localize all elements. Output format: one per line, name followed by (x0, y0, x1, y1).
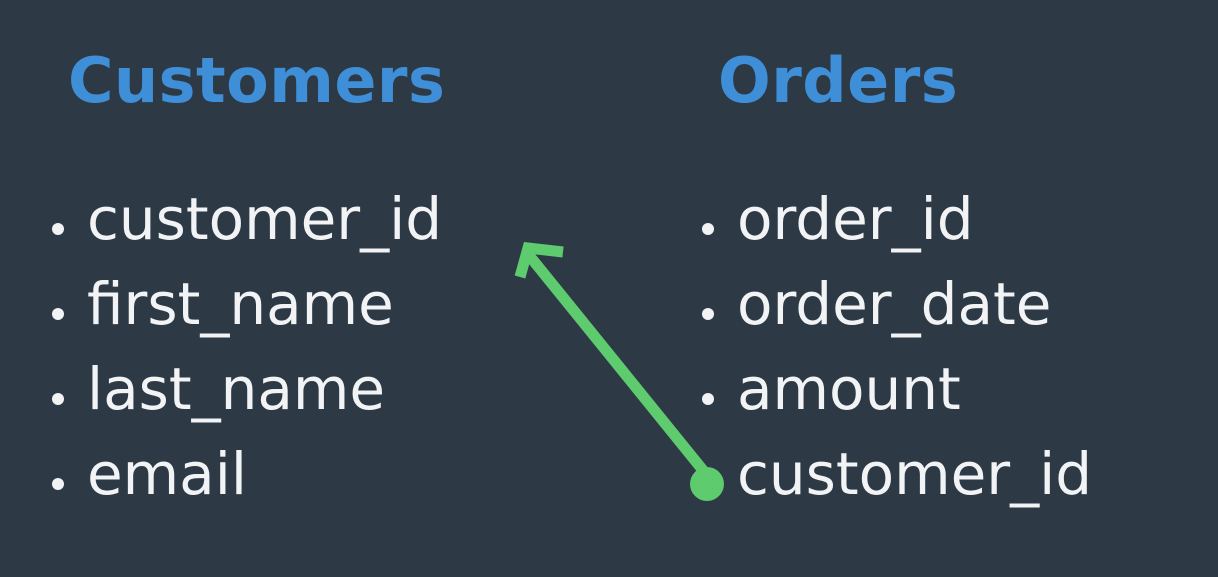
field-label: email (87, 440, 247, 508)
orders-table-title: Orders (718, 44, 959, 117)
customers-field-last-name: last_name (44, 347, 442, 432)
bullet-icon (52, 308, 64, 320)
arrow-shaft (522, 248, 712, 480)
field-label: order_id (737, 185, 974, 253)
orders-field-customer-id: customer_id (690, 432, 1093, 517)
customers-table-title: Customers (68, 44, 446, 117)
bullet-icon (702, 223, 714, 235)
bullet-icon (52, 393, 64, 405)
field-label: amount (737, 355, 961, 423)
field-label: customer_id (87, 185, 443, 253)
bullet-icon (702, 308, 714, 320)
customers-field-list: customer_id first_name last_name email (44, 177, 442, 517)
orders-field-list: order_id order_date amount customer_id (690, 177, 1093, 517)
orders-field-amount: amount (694, 347, 1092, 432)
customers-field-customer-id: customer_id (44, 177, 442, 262)
field-label: last_name (87, 355, 386, 423)
orders-field-order-date: order_date (694, 262, 1092, 347)
bullet-icon (52, 223, 64, 235)
bullet-icon (702, 393, 714, 405)
field-label: first_name (87, 270, 394, 338)
customers-field-first-name: first_name (44, 262, 442, 347)
bullet-icon (52, 478, 64, 490)
orders-field-order-id: order_id (694, 177, 1092, 262)
arrow-head-icon (514, 242, 564, 279)
field-label: customer_id (737, 440, 1093, 508)
customers-field-email: email (44, 432, 442, 517)
field-label: order_date (737, 270, 1052, 338)
